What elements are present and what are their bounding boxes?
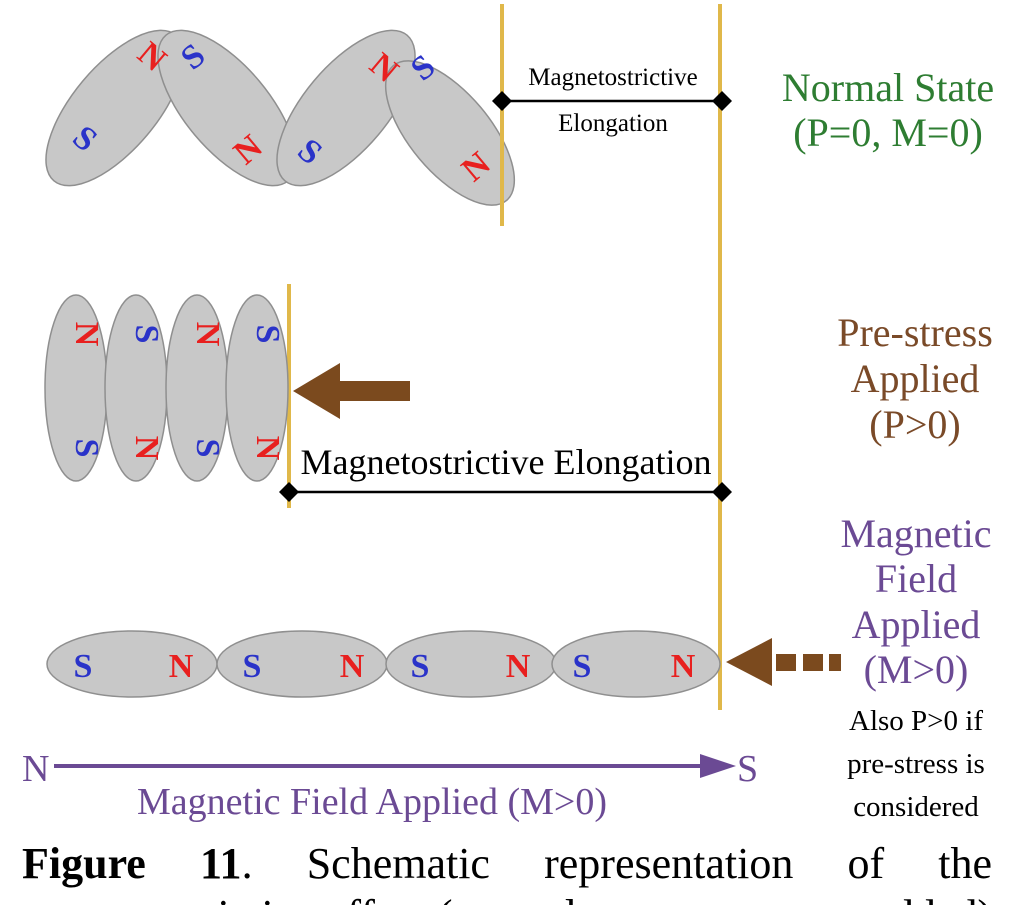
normal-state-label-line2: (P=0, M=0) xyxy=(793,110,983,155)
domain-ellipse xyxy=(384,60,516,206)
pole-label-south: S xyxy=(189,439,226,458)
field-axis: N S Magnetic Field Applied (M>0) xyxy=(22,748,758,823)
pole-label-north: N xyxy=(128,436,165,461)
caption-word: representation xyxy=(544,839,794,888)
prestress-label-line1: Pre-stress xyxy=(837,310,993,355)
pole-label-south: S xyxy=(249,325,286,344)
diamond-marker xyxy=(712,482,732,502)
pole-label-south: S xyxy=(68,439,105,458)
axis-south-label: S xyxy=(737,748,758,790)
magnetostriction-diagram: S N S N S N S N Magnetostrictive Elongat… xyxy=(22,4,994,823)
diamond-marker xyxy=(492,91,512,111)
pole-label-north: N xyxy=(169,648,194,685)
domain-ellipse xyxy=(276,29,416,187)
elongation-dimension-small: Magnetostrictive Elongation xyxy=(492,64,732,137)
axis-north-label: N xyxy=(22,748,49,790)
normal-state-label-line1: Normal State xyxy=(782,65,994,110)
pole-label-north: N xyxy=(68,322,105,347)
pole-label-north: N xyxy=(506,648,531,685)
pole-label-south: S xyxy=(74,648,93,685)
figure-caption: Figure 11. Schematic representation of t… xyxy=(22,839,993,888)
caption-word: the xyxy=(938,839,993,888)
elongation-dimension-long: Magnetostrictive Elongation xyxy=(279,442,732,502)
pole-label-south: S xyxy=(243,648,262,685)
prestress-arrow-icon xyxy=(293,363,410,419)
field-axis-arrowhead-icon xyxy=(700,754,736,778)
field-label-line4: (M>0) xyxy=(864,647,969,692)
domain-ellipse xyxy=(225,294,289,482)
pole-label-south: S xyxy=(411,648,430,685)
caption-word: Schematic xyxy=(306,839,490,888)
elongation-long-label: Magnetostrictive Elongation xyxy=(301,442,712,482)
elongation-small-label-line1: Magnetostrictive xyxy=(528,64,697,91)
diamond-marker xyxy=(712,91,732,111)
prestress-note-line1: Also P>0 if xyxy=(849,705,983,737)
diamond-marker xyxy=(279,482,299,502)
domain-ellipse xyxy=(551,630,721,698)
prestress-label-line2: Applied xyxy=(851,356,980,401)
aligned-domains: S N S N S N S N xyxy=(46,630,721,698)
pole-label-north: N xyxy=(249,436,286,461)
caption-figure-label: Figure xyxy=(22,839,146,888)
prestress-note-line2: pre-stress is xyxy=(847,748,985,780)
pole-label-north: N xyxy=(671,648,696,685)
pole-label-north: N xyxy=(189,322,226,347)
pole-label-north: N xyxy=(340,648,365,685)
field-label-line1: Magnetic xyxy=(840,511,991,556)
caption-figure-number: 11 xyxy=(199,839,242,888)
caption-word: of xyxy=(847,839,885,888)
prestress-label-line3: (P>0) xyxy=(869,402,960,447)
prestress-domains: N S S N N S S N xyxy=(44,294,289,482)
field-label-line2: Field xyxy=(875,556,957,601)
figure-caption-line2: magnetostrictive effect (normal state, p… xyxy=(22,890,992,905)
elongation-small-label-line2: Elongation xyxy=(558,110,668,137)
axis-caption-label: Magnetic Field Applied (M>0) xyxy=(137,781,607,823)
field-label-line3: Applied xyxy=(852,602,981,647)
pole-label-south: S xyxy=(128,325,165,344)
prestress-note-line3: considered xyxy=(853,791,979,823)
normal-state-domains: S N S N S N S N xyxy=(45,29,516,206)
magnetic-field-arrow-icon xyxy=(726,638,841,686)
pole-label-south: S xyxy=(573,648,592,685)
